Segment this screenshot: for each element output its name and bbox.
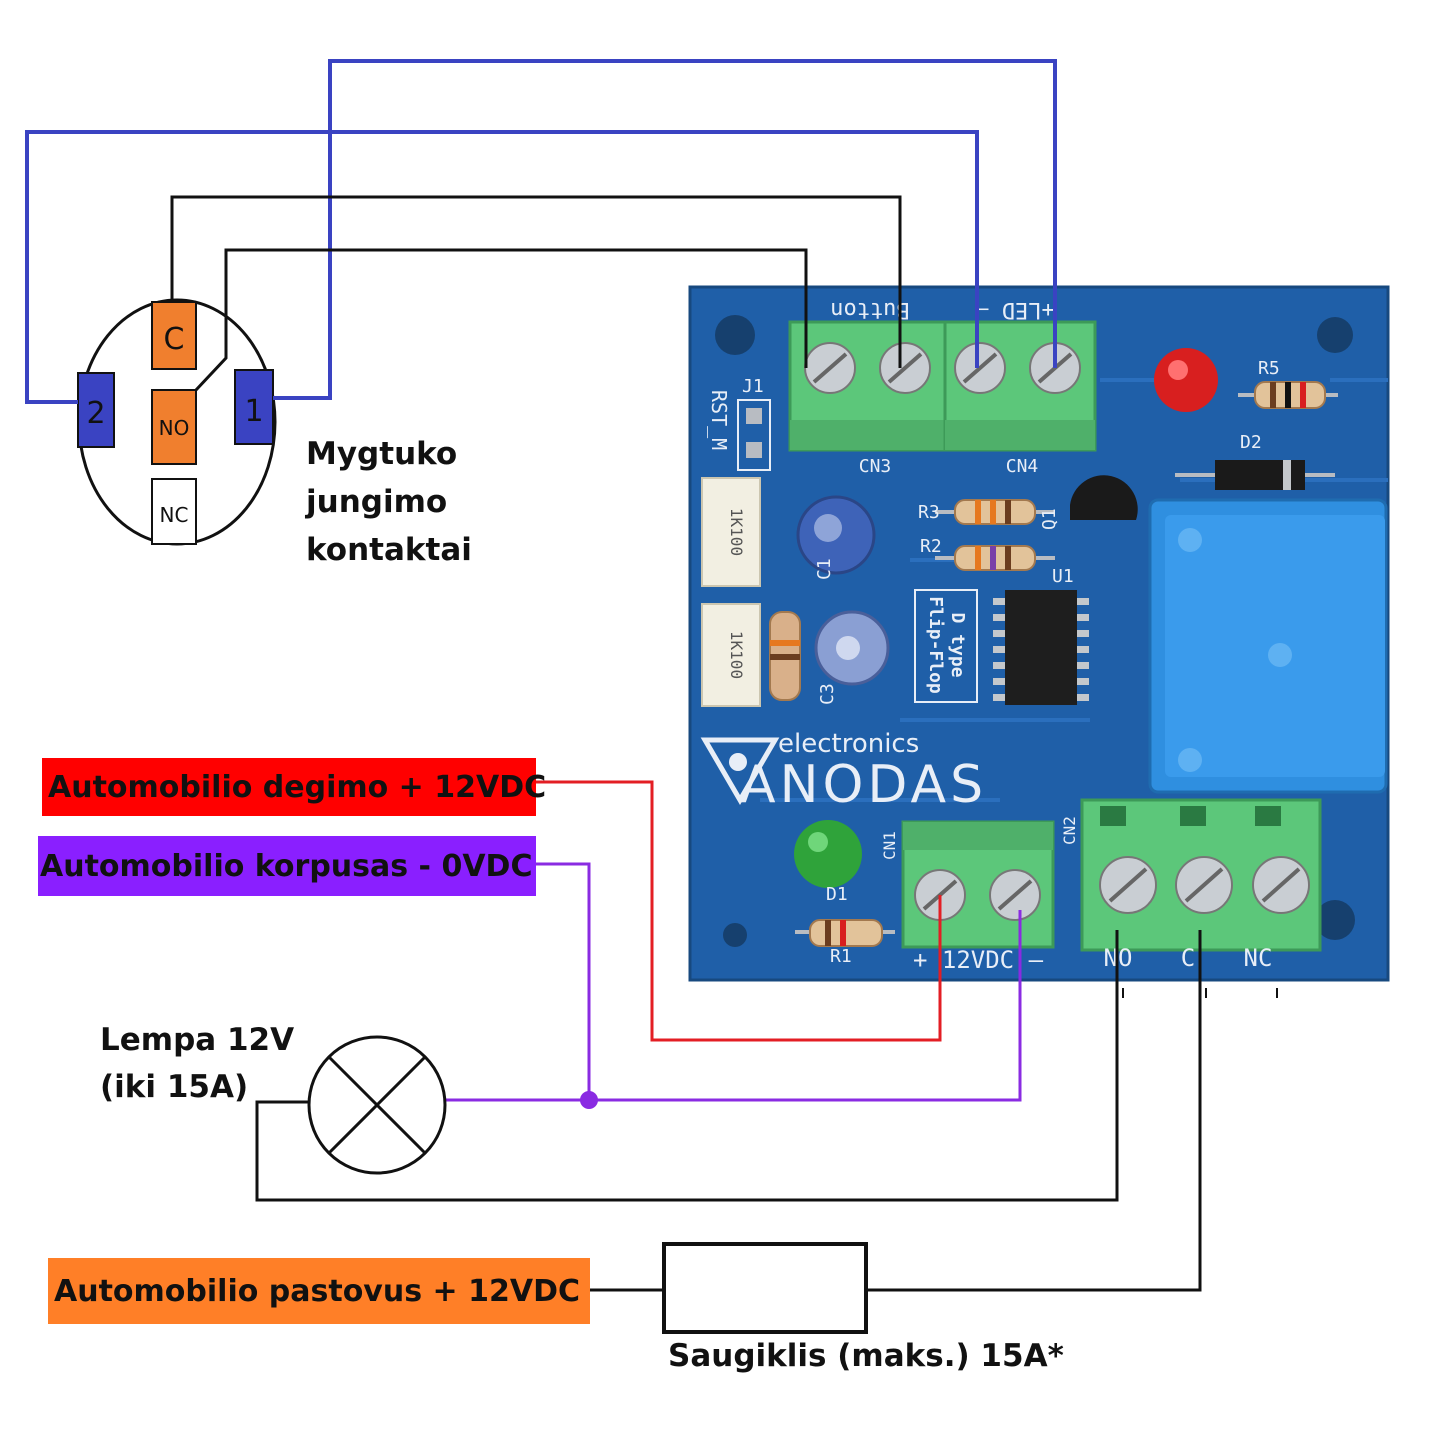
green-led: D1 — [794, 820, 862, 905]
svg-text:U1: U1 — [1052, 566, 1074, 587]
ground-label: Automobilio korpusas - 0VDC — [38, 836, 536, 896]
button-caption-line3: kontaktai — [306, 532, 472, 568]
wire-led-minus — [25, 130, 979, 404]
cn4-label: CN4 — [1006, 456, 1039, 477]
relay-c-label: C — [1181, 944, 1195, 972]
relay-board: Button +LED – CN3 CN4 J1 RST_M 1K100 1K1… — [688, 285, 1390, 982]
svg-text:1K100: 1K100 — [727, 508, 746, 556]
wire-lamp-no — [255, 930, 1119, 1202]
contact-c — [151, 301, 197, 370]
flip-flop-note-box — [914, 589, 978, 703]
svg-text:R2: R2 — [920, 536, 942, 557]
svg-text:2: 2 — [86, 396, 105, 431]
svg-text:C3: C3 — [817, 683, 838, 705]
wire-button-c — [170, 195, 902, 368]
lamp-label-line2: (iki 15A) — [100, 1069, 249, 1105]
power-resistor: 1K100 — [701, 603, 761, 707]
ignition-label: Automobilio degimo + 12VDC — [42, 758, 546, 816]
diode-d2: D2 — [1175, 432, 1335, 490]
svg-text:NC: NC — [160, 503, 189, 527]
resistor-r1: R1 — [795, 919, 895, 967]
transistor-q1: Q1 — [1039, 475, 1138, 530]
svg-text:Q1: Q1 — [1039, 508, 1060, 530]
capacitor-c1: C1 — [796, 495, 876, 580]
capacitor-c3: C3 — [814, 610, 890, 705]
ic-u1: U1 — [993, 566, 1089, 705]
terminal-block-cn4 — [943, 320, 1097, 452]
brand-logo: electronics ANODAS — [700, 729, 987, 815]
wire-ground — [535, 862, 591, 1100]
brand-electronics: electronics — [778, 729, 919, 759]
button-contact-diagram: C NO NC 2 1 — [77, 298, 277, 546]
permanent-label: Automobilio pastovus + 12VDC — [48, 1258, 590, 1324]
contact-2 — [77, 372, 115, 448]
lamp-label-line1: Lempa 12V — [100, 1022, 295, 1058]
terminal-block-cn3 — [788, 320, 947, 452]
fuse-label: Saugiklis (maks.) 15A* — [668, 1338, 1064, 1374]
power-resistor: 1K100 — [701, 477, 761, 587]
wire-ground-return — [444, 910, 1022, 1102]
contact-nc — [151, 478, 197, 545]
mounting-hole — [715, 315, 755, 355]
j1-label: J1 — [742, 376, 764, 397]
svg-text:C: C — [164, 322, 185, 357]
svg-text:C1: C1 — [814, 558, 835, 580]
header-led-label: +LED – — [975, 297, 1055, 322]
contact-1 — [234, 369, 274, 445]
svg-text:1: 1 — [244, 394, 263, 429]
terminal-block-cn1: CN1 — [880, 820, 1055, 949]
jumper-pins — [737, 399, 771, 471]
relay — [1148, 498, 1388, 794]
svg-text:CN2: CN2 — [1060, 816, 1079, 845]
svg-text:R1: R1 — [830, 946, 852, 967]
svg-text:D2: D2 — [1240, 432, 1262, 453]
svg-text:1K100: 1K100 — [727, 631, 746, 679]
ground-junction — [580, 1091, 598, 1109]
terminal-block-cn2: CN2 — [1060, 798, 1322, 952]
wire-fuse-out — [866, 930, 1202, 1292]
flip-flop-note-line1: D type — [947, 612, 968, 677]
button-caption-line2: jungimo — [306, 484, 448, 520]
resistor-r5: R5 — [1238, 358, 1338, 409]
svg-text:NO: NO — [159, 416, 190, 440]
lamp-icon — [307, 1035, 447, 1175]
flip-flop-note-line2: Flip-Flop — [925, 596, 946, 694]
resistor-r3: R3 — [918, 499, 1055, 525]
cn3-label: CN3 — [859, 456, 892, 477]
wire-ignition — [535, 780, 942, 1042]
wire-led-plus — [273, 59, 1057, 400]
svg-text:D1: D1 — [826, 884, 848, 905]
svg-text:CN1: CN1 — [880, 831, 899, 860]
brand-anodas: ANODAS — [740, 755, 987, 815]
relay-nc-label: NC — [1244, 944, 1273, 972]
resistor-r2: R2 — [920, 536, 1055, 571]
contact-no — [151, 389, 197, 465]
svg-text:R5: R5 — [1258, 358, 1280, 379]
fuse-icon — [662, 1242, 868, 1334]
power-input-label: + 12VDC – — [913, 946, 1044, 974]
wire-button-no — [194, 248, 808, 392]
red-led — [1154, 348, 1218, 412]
header-button-label: Button — [830, 297, 909, 322]
resistor — [769, 611, 801, 701]
svg-text:R3: R3 — [918, 502, 940, 523]
rst-label: RST_M — [707, 390, 731, 450]
button-caption-line1: Mygtuko — [306, 436, 458, 472]
